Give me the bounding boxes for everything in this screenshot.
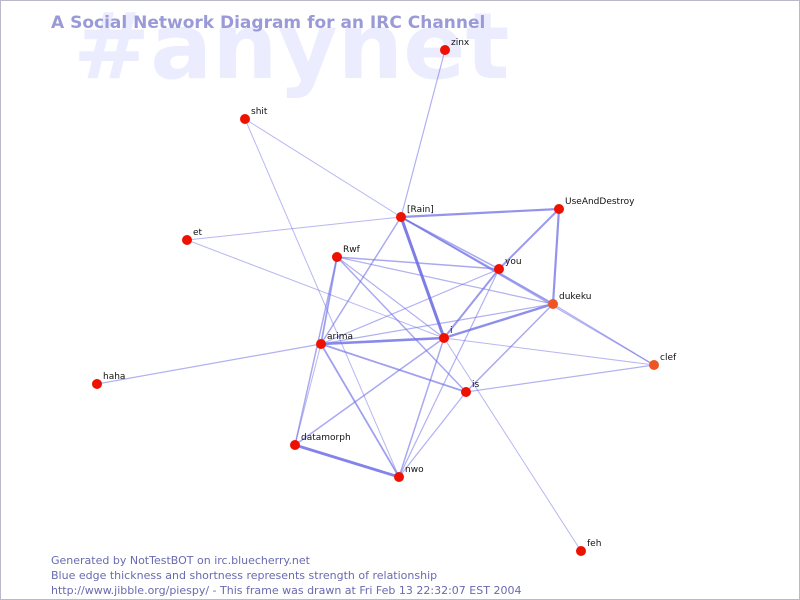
edge-dukeku-clef [552, 303, 655, 366]
edge-arima-is [320, 343, 467, 393]
node-you[interactable]: you [494, 257, 522, 274]
edge-shit-rain [244, 118, 402, 218]
edge-rain-arima [320, 216, 402, 345]
footer-link-timestamp[interactable]: http://www.jibble.org/piespy/ - This fra… [51, 584, 522, 597]
node-label: arima [327, 332, 353, 342]
edge-et-i [186, 239, 445, 339]
node-label: shit [251, 107, 268, 117]
node-i[interactable]: i [439, 326, 453, 343]
node-label: et [193, 228, 203, 238]
edge-rwf-i [336, 256, 445, 339]
edge-shit-nwo [244, 118, 400, 478]
footer-generated-by: Generated by NotTestBOT on irc.bluecherr… [51, 554, 310, 567]
node-label: zinx [451, 38, 470, 48]
edge-i-dukeku [442, 302, 555, 340]
node-rain[interactable]: [Rain] [396, 205, 434, 222]
edge-useanddestroy-you [498, 208, 560, 270]
node-is[interactable]: is [461, 380, 480, 397]
node-datamorph[interactable]: datamorph [290, 433, 351, 450]
edge-et-rain [186, 216, 402, 241]
node-dot [396, 212, 406, 222]
edge-arima-nwo [320, 343, 400, 478]
node-feh[interactable]: feh [576, 539, 601, 556]
footer-info: Generated by NotTestBOT on irc.bluecherr… [51, 553, 521, 598]
edge-i-nwo [398, 337, 445, 478]
node-dot [240, 114, 250, 124]
edges-layer [96, 49, 655, 552]
node-label: nwo [405, 465, 424, 475]
node-nwo[interactable]: nwo [394, 465, 424, 482]
edge-i-clef [443, 337, 655, 366]
node-et[interactable]: et [182, 228, 203, 245]
diagram-title: A Social Network Diagram for an IRC Chan… [51, 13, 486, 33]
edge-i-arima [319, 336, 446, 346]
edge-arima-datamorph [294, 343, 322, 446]
edge-useanddestroy-dukeku [551, 207, 561, 306]
node-label: clef [660, 353, 677, 363]
edge-is-nwo [398, 391, 467, 478]
edge-rwf-dukeku [336, 256, 554, 305]
node-label: is [472, 380, 480, 390]
node-label: feh [587, 539, 601, 549]
node-dukeku[interactable]: dukeku [548, 292, 591, 309]
edge-i-feh [443, 337, 582, 552]
node-label: you [505, 257, 522, 267]
node-label: datamorph [301, 433, 351, 443]
edge-arima-haha [96, 343, 322, 385]
node-label: haha [103, 372, 125, 382]
edge-is-clef [465, 364, 655, 393]
node-dot [316, 339, 326, 349]
edge-i-datamorph [294, 337, 445, 446]
node-dot [548, 299, 558, 309]
node-useanddestroy[interactable]: UseAndDestroy [554, 197, 635, 214]
node-label: Rwf [343, 245, 361, 255]
node-dot [440, 45, 450, 55]
node-label: dukeku [559, 292, 591, 302]
node-dot [332, 252, 342, 262]
edge-dukeku-is [465, 303, 554, 393]
edge-datamorph-nwo [293, 443, 401, 479]
edge-rwf-datamorph [294, 256, 338, 446]
edge-rain-clef [400, 216, 655, 366]
node-zinx[interactable]: zinx [440, 38, 470, 55]
node-dot [494, 264, 504, 274]
node-dot [439, 333, 449, 343]
edge-arima-dukeku [320, 303, 554, 345]
node-dot [649, 360, 659, 370]
edge-you-nwo [398, 268, 500, 478]
edge-rwf-is [336, 256, 467, 393]
node-dot [394, 472, 404, 482]
edge-you-arima [320, 268, 500, 345]
node-dot [92, 379, 102, 389]
edge-you-i [443, 268, 500, 339]
edge-rwf-you [336, 256, 500, 270]
footer-legend: Blue edge thickness and shortness repres… [51, 569, 438, 582]
node-arima[interactable]: arima [316, 332, 353, 349]
node-dot [576, 546, 586, 556]
edge-zinx-rain [400, 49, 446, 218]
node-dot [182, 235, 192, 245]
node-label: i [450, 326, 453, 336]
node-dot [554, 204, 564, 214]
edge-rain-useanddestroy [399, 207, 561, 219]
edge-rain-i [399, 215, 446, 340]
node-rwf[interactable]: Rwf [332, 245, 361, 262]
node-dot [461, 387, 471, 397]
node-clef[interactable]: clef [649, 353, 677, 370]
node-label: [Rain] [407, 205, 434, 215]
node-haha[interactable]: haha [92, 372, 125, 389]
node-label: UseAndDestroy [565, 197, 635, 207]
channel-watermark: #anynet [73, 0, 510, 100]
node-dot [290, 440, 300, 450]
node-shit[interactable]: shit [240, 107, 268, 124]
